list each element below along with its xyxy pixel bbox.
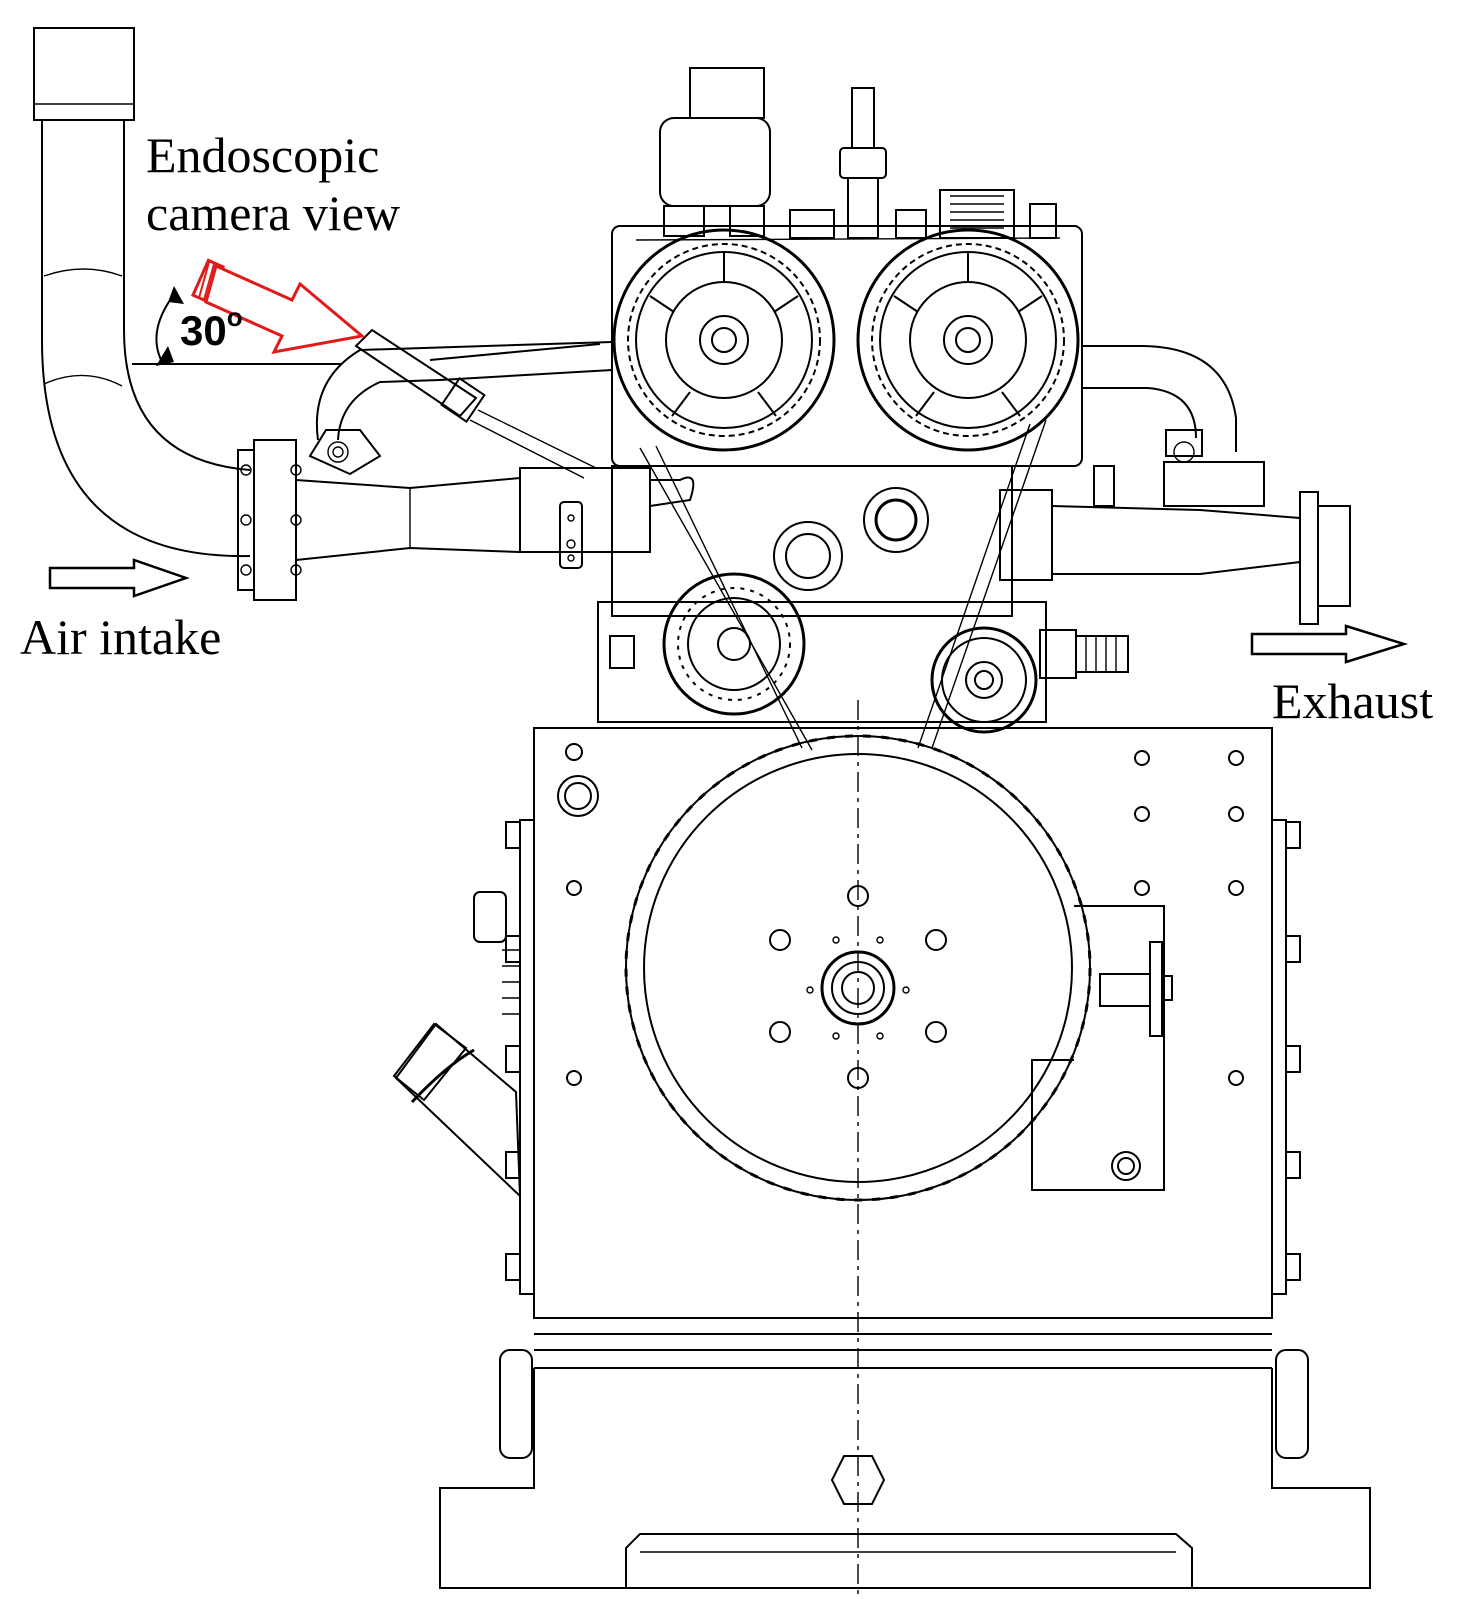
left-fittings xyxy=(392,891,522,1199)
camera-view-line-1: Endoscopic xyxy=(146,127,380,183)
intake-manifold xyxy=(308,341,695,569)
intake-pipe xyxy=(33,27,521,601)
endoscope-port xyxy=(354,328,597,479)
block-holes xyxy=(557,743,1244,1086)
cylinder-head-top xyxy=(659,67,1057,239)
camera-view-line-2: camera view xyxy=(146,185,401,241)
air-intake-arrow xyxy=(48,558,190,598)
angle-value: 30 xyxy=(180,307,227,354)
air-intake-label: Air intake xyxy=(20,609,222,665)
angle-indicator xyxy=(132,286,342,366)
exhaust-pipe xyxy=(999,345,1351,625)
endoscope-camera-icon xyxy=(190,258,366,355)
right-studs xyxy=(1285,821,1301,1281)
left-studs xyxy=(505,821,521,1281)
camshaft-pulleys xyxy=(611,225,1083,467)
endoscopic-camera-view-label: Endoscopic camera view xyxy=(146,126,400,242)
exhaust-arrow xyxy=(1250,624,1409,664)
crank-sensor-bracket xyxy=(1031,905,1173,1191)
crankcase xyxy=(505,700,1301,1594)
angle-unit: o xyxy=(226,302,243,332)
trigger-wheel xyxy=(624,734,1092,1202)
angle-label: 30o xyxy=(180,304,243,354)
hub xyxy=(769,885,947,1089)
engine-base xyxy=(439,1349,1371,1589)
front-cover xyxy=(597,465,1129,734)
exhaust-label: Exhaust xyxy=(1272,673,1434,729)
